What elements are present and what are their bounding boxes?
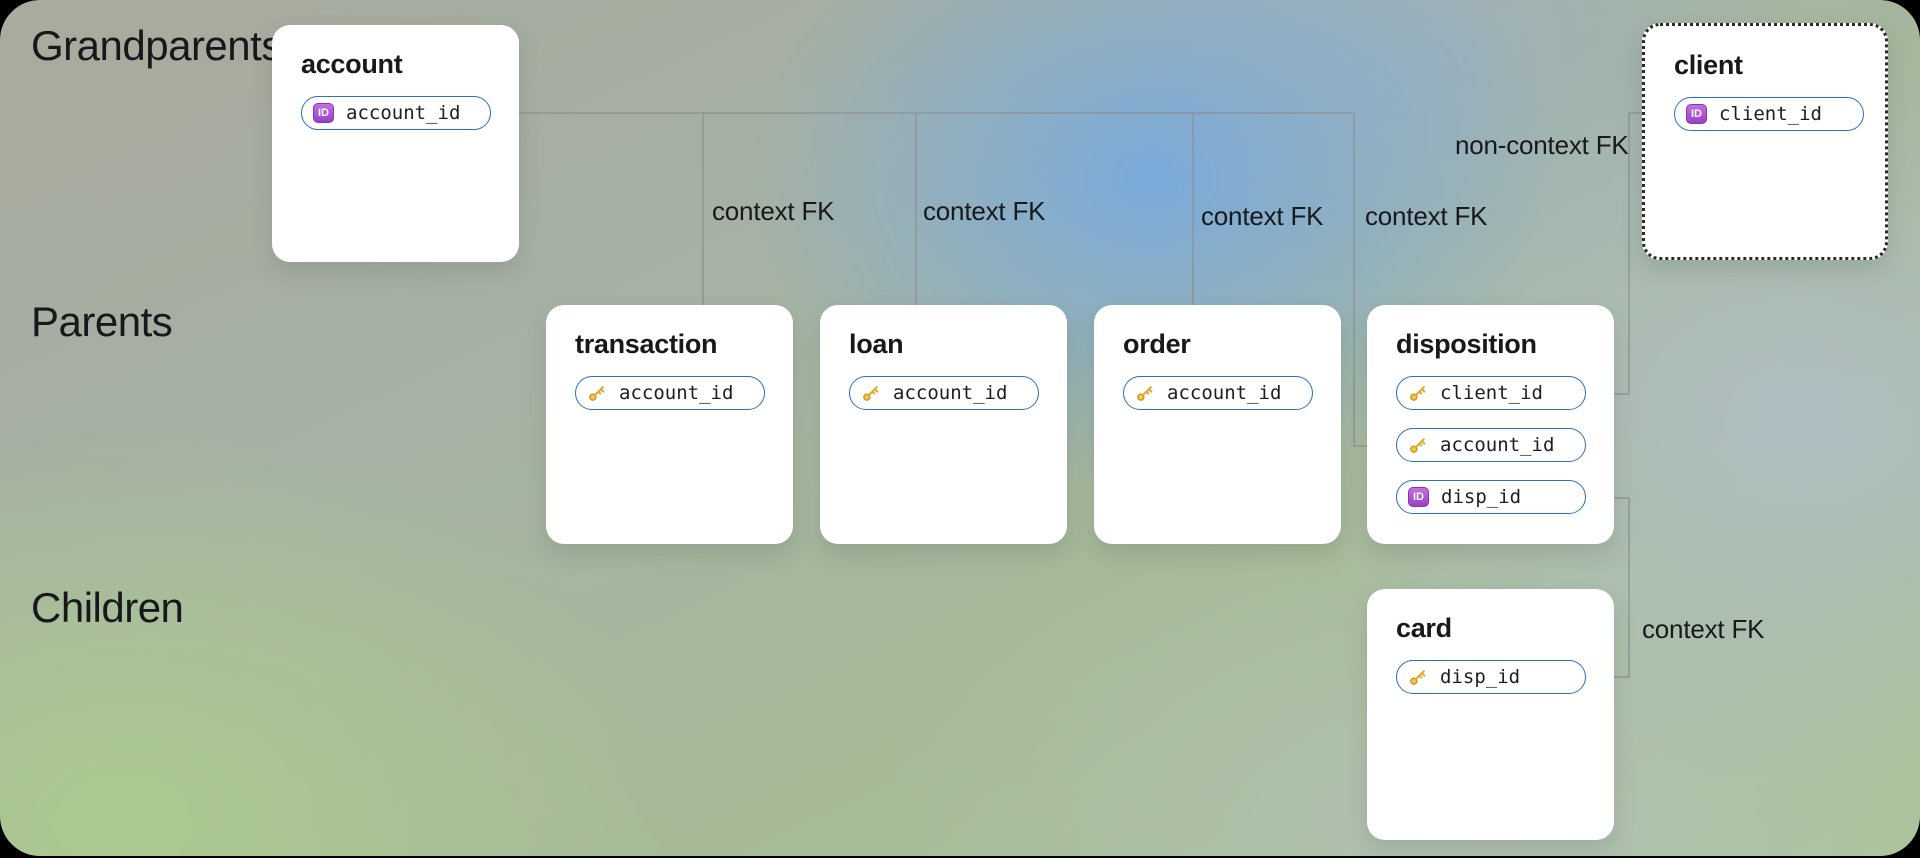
field-pill-transaction-account_id[interactable]: account_id	[575, 376, 765, 410]
field-name: account_id	[1167, 382, 1282, 404]
table-title-client: client	[1674, 50, 1743, 80]
table-title-card: card	[1396, 613, 1452, 643]
field-name: disp_id	[1441, 486, 1522, 508]
field-name: disp_id	[1440, 666, 1521, 688]
edge-label-non-context-fk-client: non-context FK	[1455, 130, 1629, 160]
edge-label-context-fk-transaction: context FK	[712, 196, 835, 226]
edge-label-context-fk-card: context FK	[1642, 614, 1765, 644]
key-icon	[1408, 383, 1428, 403]
key-icon	[1135, 383, 1155, 403]
edge-label-context-fk-disposition: context FK	[1365, 201, 1488, 231]
field-name: account_id	[619, 382, 734, 404]
table-card-loan[interactable]: loan account_id	[820, 305, 1067, 544]
row-label-parents: Parents	[31, 298, 173, 345]
edge-label-context-fk-order: context FK	[1201, 201, 1324, 231]
field-pill-order-account_id[interactable]: account_id	[1123, 376, 1313, 410]
table-card-order[interactable]: order account_id	[1094, 305, 1341, 544]
table-card-card[interactable]: card disp_id	[1367, 589, 1614, 840]
key-icon	[1408, 435, 1428, 455]
field-name: account_id	[346, 102, 461, 124]
key-icon	[1408, 667, 1428, 687]
field-pill-loan-account_id[interactable]: account_id	[849, 376, 1039, 410]
table-title-disposition: disposition	[1396, 329, 1537, 359]
table-title-account: account	[301, 49, 403, 79]
table-title-transaction: transaction	[575, 329, 718, 359]
key-icon	[587, 383, 607, 403]
table-card-disposition[interactable]: disposition client_id account_id ID disp…	[1367, 305, 1614, 544]
field-pill-account-account_id[interactable]: ID account_id	[301, 96, 491, 130]
field-pill-client-client_id[interactable]: ID client_id	[1674, 97, 1864, 131]
field-pill-disposition-account_id[interactable]: account_id	[1396, 428, 1586, 462]
row-label-children: Children	[31, 584, 184, 631]
field-name: account_id	[893, 382, 1008, 404]
field-name: client_id	[1440, 382, 1543, 404]
table-title-loan: loan	[849, 329, 904, 359]
table-title-order: order	[1123, 329, 1191, 359]
field-name: account_id	[1440, 434, 1555, 456]
row-label-grandparents: Grandparents	[31, 22, 282, 69]
field-pill-disposition-disp_id[interactable]: ID disp_id	[1396, 480, 1586, 514]
table-card-account[interactable]: account ID account_id	[272, 25, 519, 262]
id-badge-icon: ID	[1408, 487, 1429, 507]
field-pill-disposition-client_id[interactable]: client_id	[1396, 376, 1586, 410]
id-badge-icon: ID	[1686, 104, 1707, 124]
key-icon	[861, 383, 881, 403]
field-name: client_id	[1719, 103, 1822, 125]
table-card-client[interactable]: client ID client_id	[1642, 23, 1888, 260]
field-pill-card-disp_id[interactable]: disp_id	[1396, 660, 1586, 694]
table-card-transaction[interactable]: transaction account_id	[546, 305, 793, 544]
id-badge-icon: ID	[313, 103, 334, 123]
edge-label-context-fk-loan: context FK	[923, 196, 1046, 226]
